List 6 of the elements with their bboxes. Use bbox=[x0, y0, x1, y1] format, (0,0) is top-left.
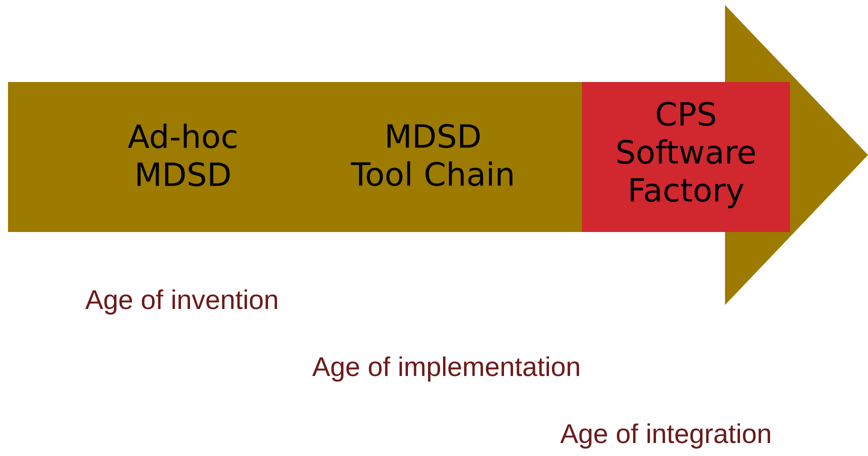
stage-label: MDSD Tool Chain bbox=[350, 124, 512, 186]
stage-label: Ad-hoc MDSD bbox=[128, 124, 236, 186]
stage-label: CPS Software Factory bbox=[618, 102, 755, 208]
age-label: Age of integration bbox=[560, 423, 770, 449]
age-label: Age of invention bbox=[85, 289, 278, 315]
age-label: Age of implementation bbox=[312, 356, 580, 382]
